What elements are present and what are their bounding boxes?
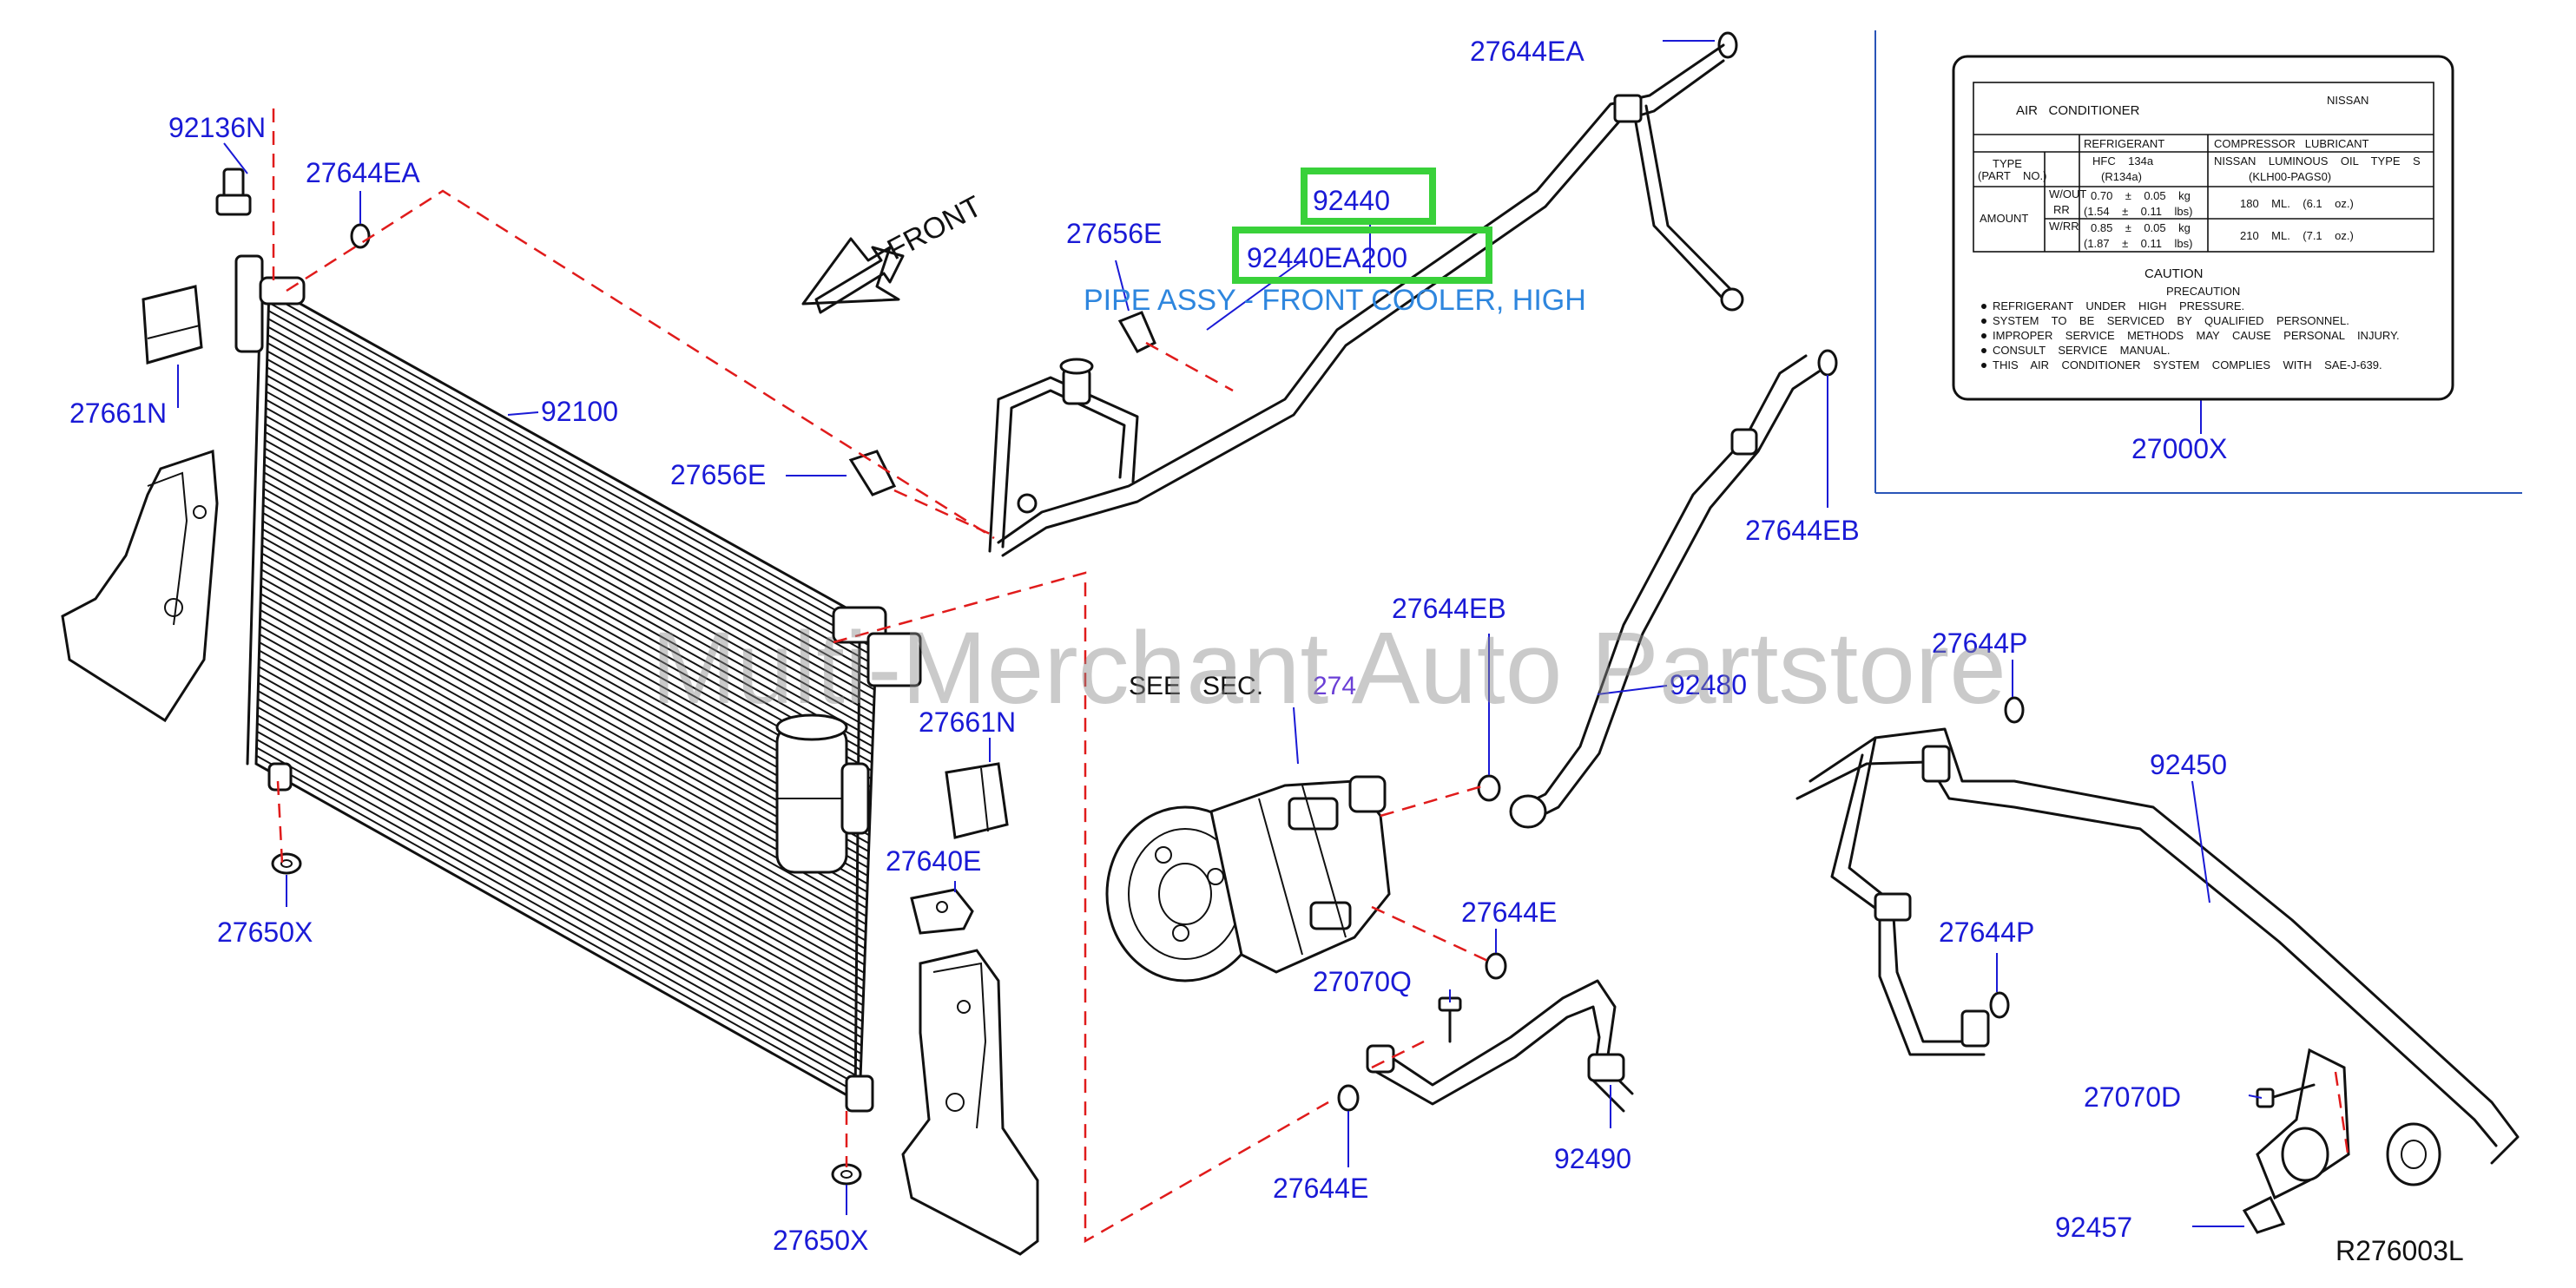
caution-bullet: CONSULT SERVICE MANUAL. [1993, 344, 2170, 357]
pipe-92480-drawing[interactable] [1509, 354, 1821, 829]
o-ring-27644p-top[interactable] [2004, 696, 2025, 724]
part-label-27661n-mid[interactable]: 27661N [919, 706, 1016, 738]
grommet-left-drawing[interactable] [271, 852, 302, 875]
part-labels: 27644EA 92136N 27644EA 92440 92440EA200 … [69, 36, 2227, 1256]
highlight-box-92440ea200 [1232, 227, 1492, 284]
part-label-27656e-top[interactable]: 27656E [1066, 218, 1162, 249]
bracket-27640e-drawing[interactable] [910, 888, 974, 935]
front-arrow: FRONT [801, 190, 987, 314]
part-label-92457[interactable]: 92457 [2055, 1212, 2132, 1243]
right-air-guide-drawing[interactable] [901, 949, 1039, 1256]
o-ring-27644e-top[interactable] [1485, 952, 1507, 980]
refrigerant-code: (R134a) [2101, 170, 2142, 183]
highlight-caption: PIPE ASSY - FRONT COOLER, HIGH [1084, 284, 1586, 317]
o-ring-27644ea-top[interactable] [1717, 31, 1738, 59]
row1-kg: 0.70 ± 0.05 kg [2091, 189, 2191, 202]
part-no-label: (PART NO.) [1978, 169, 2046, 182]
part-label-92480[interactable]: 92480 [1670, 669, 1747, 700]
lubricant-type: NISSAN LUMINOUS OIL TYPE S [2214, 154, 2421, 168]
o-ring-27644eb-mid[interactable] [1477, 774, 1501, 802]
part-label-27070d[interactable]: 27070D [2084, 1081, 2181, 1113]
part-label-92100[interactable]: 92100 [541, 396, 618, 427]
part-label-27656e-mid[interactable]: 27656E [670, 459, 766, 490]
left-air-guide-drawing[interactable] [61, 449, 219, 723]
o-ring-27644ea-left[interactable] [350, 223, 371, 249]
row1-sub: RR [2053, 203, 2070, 216]
lubricant-code: (KLH00-PAGS0) [2249, 170, 2331, 183]
drawing-code: R276003L [2336, 1235, 2464, 1266]
clip-27656e-mid-drawing[interactable] [848, 450, 897, 496]
lubricant-header: COMPRESSOR LUBRICANT [2214, 137, 2368, 150]
refrigerant-type: HFC 134a [2092, 154, 2154, 168]
part-label-27000x[interactable]: 27000X [2131, 433, 2227, 464]
part-label-27644e-bot[interactable]: 27644E [1273, 1173, 1368, 1204]
row2-oil: 210 ML. (7.1 oz.) [2240, 229, 2354, 242]
caution-title: CAUTION [2144, 266, 2204, 281]
clip-27656e-top-drawing[interactable] [1117, 311, 1156, 353]
part-label-27644eb-mid[interactable]: 27644EB [1392, 593, 1506, 624]
part-label-27650x-bot[interactable]: 27650X [773, 1225, 868, 1256]
part-label-27644ea-top[interactable]: 27644EA [1470, 36, 1584, 67]
front-label: FRONT [882, 190, 987, 267]
part-label-27644p-bot[interactable]: 27644P [1939, 917, 2034, 948]
caution-bullet: THIS AIR CONDITIONER SYSTEM COMPLIES WIT… [1993, 358, 2382, 371]
condenser-drawing[interactable] [234, 254, 922, 1113]
watermark-text: Multi-Merchant Auto Partstore [651, 611, 2006, 726]
amount-label: AMOUNT [1980, 212, 2028, 225]
pipe-92450-drawing[interactable] [1795, 727, 2520, 1186]
o-ring-27644eb-right[interactable] [1817, 349, 1838, 377]
pipe-92440-drawing[interactable] [988, 43, 1744, 557]
see-section-link[interactable]: 274 [1313, 672, 1356, 700]
leader-lines [177, 40, 2263, 1227]
precaution-label: PRECAUTION [2166, 285, 2240, 298]
part-label-27661n-left[interactable]: 27661N [69, 398, 167, 429]
caution-bullet: REFRIGERANT UNDER HIGH PRESSURE. [1993, 299, 2244, 312]
part-label-92136n[interactable]: 92136N [168, 112, 266, 143]
caution-bullet: SYSTEM TO BE SERVICED BY QUALIFIED PERSO… [1993, 314, 2349, 327]
row2-lbs: (1.87 ± 0.11 lbs) [2084, 237, 2192, 250]
label-area-frame [1874, 30, 2522, 494]
see-section-text: SEE SEC. [1129, 672, 1263, 700]
part-label-27650x-left[interactable]: 27650X [217, 917, 313, 948]
ac-label-brand: NISSAN [2327, 94, 2368, 107]
row2-kg: 0.85 ± 0.05 kg [2091, 221, 2191, 234]
highlight-group: PIPE ASSY - FRONT COOLER, HIGH [1084, 168, 1586, 317]
type-label: TYPE [1993, 157, 2022, 170]
ac-label: AIR CONDITIONER NISSAN REFRIGERANT COMPR… [1952, 55, 2454, 401]
caution-bullet: IMPROPER SERVICE METHODS MAY CAUSE PERSO… [1993, 329, 2400, 342]
part-label-27644e-top[interactable]: 27644E [1461, 897, 1557, 928]
pipe-92490-drawing[interactable] [1366, 979, 1634, 1113]
refrigerant-header: REFRIGERANT [2084, 137, 2164, 150]
o-ring-27644e-bot[interactable] [1337, 1084, 1360, 1112]
caution-bullets: REFRIGERANT UNDER HIGH PRESSURE. SYSTEM … [1981, 299, 2400, 371]
row1-name: W/OUT [2049, 187, 2086, 200]
o-ring-27644p-bot[interactable] [1989, 991, 2010, 1019]
pressure-sensor-drawing[interactable] [215, 168, 252, 216]
part-label-27644eb-right[interactable]: 27644EB [1745, 515, 1860, 546]
grommet-bottom-drawing[interactable] [831, 1163, 862, 1186]
part-label-27644ea-left[interactable]: 27644EA [306, 157, 420, 188]
bolt-27070q-drawing[interactable] [1438, 996, 1462, 1043]
part-label-92440ea200[interactable]: 92440EA200 [1247, 242, 1407, 273]
part-label-27644p-top[interactable]: 27644P [1932, 628, 2027, 659]
part-label-92440[interactable]: 92440 [1313, 185, 1390, 216]
part-label-27640e[interactable]: 27640E [886, 845, 981, 877]
exploded-view-lines [272, 108, 2350, 1244]
row1-oil: 180 ML. (6.1 oz.) [2240, 197, 2354, 210]
mounting-rubber-left-drawing[interactable] [142, 285, 203, 365]
ac-label-title: AIR CONDITIONER [2016, 103, 2140, 118]
highlight-box-92440 [1301, 168, 1436, 225]
row2-name: W/RR [2049, 220, 2079, 233]
row1-lbs: (1.54 ± 0.11 lbs) [2084, 205, 2192, 218]
part-label-92450[interactable]: 92450 [2150, 749, 2227, 780]
compressor-drawing[interactable] [1105, 775, 1391, 982]
part-label-27070q[interactable]: 27070Q [1313, 966, 1412, 997]
part-label-92490[interactable]: 92490 [1554, 1143, 1631, 1174]
bracket-92457-drawing[interactable] [2242, 1048, 2350, 1234]
mounting-rubber-mid-drawing[interactable] [945, 762, 1009, 839]
